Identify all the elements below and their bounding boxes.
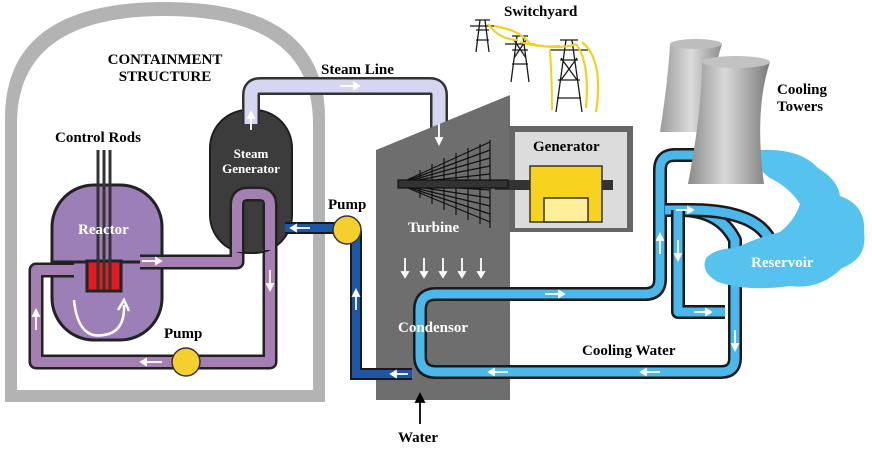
switchyard <box>470 19 600 113</box>
containment-label-line2: STRUCTURE <box>118 69 212 85</box>
flow-arrows <box>31 81 740 379</box>
containment-label-line1: CONTAINMENT <box>107 52 223 68</box>
cooling-towers-label-line2: Towers <box>777 99 824 115</box>
turbine-blades <box>397 140 509 228</box>
cooling-towers-label-line1: Cooling <box>777 82 828 98</box>
control-rods <box>96 150 112 290</box>
containment-structure-label: CONTAINMENT STRUCTURE <box>88 52 242 86</box>
steam-generator-label: Steam Generator <box>214 146 288 176</box>
switchyard-label: Switchyard <box>504 4 578 20</box>
control-rods-label: Control Rods <box>55 130 141 146</box>
reactor-label: Reactor <box>78 222 129 238</box>
steam-line-label: Steam Line <box>321 62 394 78</box>
steam-generator-tube <box>232 189 275 252</box>
circulation-arrow <box>72 299 126 337</box>
steam-generator-label-line1: Steam <box>233 146 269 161</box>
condensor-label: Condensor <box>398 320 469 336</box>
water-inlet-arrow <box>414 391 426 424</box>
reservoir-label: Reservoir <box>751 255 814 271</box>
cooling-water-label: Cooling Water <box>582 343 676 359</box>
water-label: Water <box>398 430 438 446</box>
generator-label: Generator <box>533 139 600 155</box>
pump-top <box>332 215 362 245</box>
turbine-building <box>376 95 510 400</box>
pump-top-label: Pump <box>328 197 367 213</box>
pump-bottom <box>171 347 201 377</box>
cooling-towers-label: Cooling Towers <box>777 82 827 116</box>
steam-generator-label-line2: Generator <box>222 161 280 176</box>
turbine-label: Turbine <box>408 220 460 236</box>
reservoir <box>704 149 865 289</box>
pump-bottom-label: Pump <box>164 326 203 342</box>
cooling-towers <box>660 39 770 184</box>
steam-generator <box>209 109 293 254</box>
generator-building <box>495 126 633 232</box>
